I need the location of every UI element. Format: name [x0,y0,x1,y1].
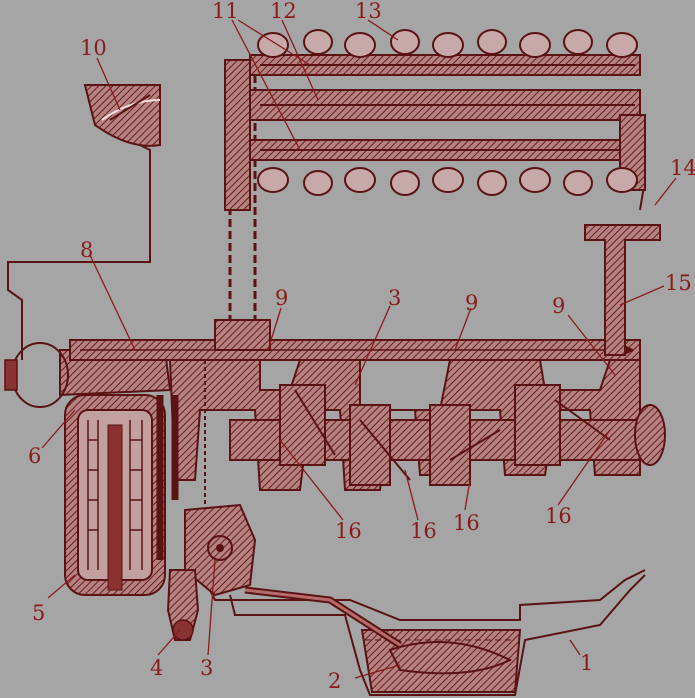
oil-filter [59,349,172,596]
label-3-pump: 3 [200,656,213,680]
oil-sump [204,569,646,696]
label-16-b: 16 [410,519,437,543]
label-5: 5 [32,601,45,625]
label-14: 14 [670,156,695,180]
leader-lines [41,19,677,679]
label-16-c: 16 [453,511,480,535]
label-6: 6 [28,444,41,468]
oil-strainer [244,586,513,675]
label-10: 10 [80,36,107,60]
relief-valve [166,569,200,641]
pressure-sensor [4,270,69,408]
camshaft-assembly [249,54,646,191]
gauge-pipe [7,144,151,270]
label-9-b: 9 [465,291,478,315]
label-13: 13 [355,0,382,23]
label-2: 2 [328,669,341,693]
label-1: 1 [580,651,593,675]
oil-pump [184,503,257,597]
label-3-gallery: 3 [388,286,401,310]
oil-pressure-gauge [83,84,161,147]
label-11: 11 [212,0,239,23]
label-12: 12 [270,0,297,23]
main-oil-gallery [69,339,641,361]
label-16-d: 16 [545,504,572,528]
camshaft-lobes-lower [257,167,638,196]
pump-feed-pipe [156,360,206,560]
crankshaft [229,384,666,486]
label-16-a: 16 [335,519,362,543]
part-number-labels: 1 2 3 3 4 5 6 8 9 9 9 10 11 12 13 14 15 … [28,0,695,693]
camshaft-lobes-upper [257,29,638,58]
label-9-c: 9 [552,294,565,318]
label-15: 15 [665,271,692,295]
label-8: 8 [80,238,93,262]
label-9-a: 9 [275,286,288,310]
label-4: 4 [150,656,163,680]
